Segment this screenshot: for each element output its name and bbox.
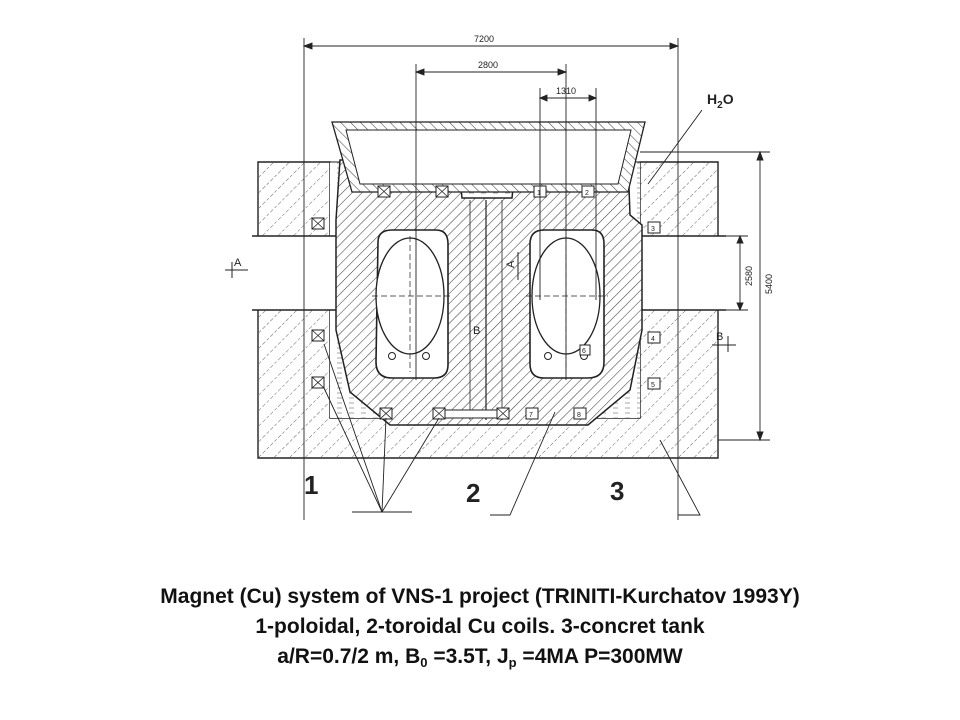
- dimension-5400: 5400: [764, 274, 774, 294]
- dimension-2580: 2580: [744, 266, 754, 286]
- poloidal-coil: [311, 376, 325, 389]
- numbered-coils: 1 2 3 4 5 6 7 8: [525, 185, 661, 420]
- coil-number-4: 4: [651, 336, 655, 343]
- water-label-sub: 2: [717, 100, 723, 111]
- leader-lines: [323, 343, 701, 516]
- component-label-2: 2: [466, 478, 480, 508]
- caption-line-3-sub-2: p: [508, 655, 517, 670]
- section-mark-b-center: B: [473, 325, 480, 337]
- poloidal-coil: [377, 185, 391, 198]
- plasma-chamber-left: [372, 229, 450, 379]
- caption-line-3-part-2: =3.5T, J: [427, 645, 509, 668]
- dimension-1310: 1310: [556, 86, 576, 96]
- poloidal-coil: [311, 217, 325, 230]
- caption-line-1: Magnet (Cu) system of VNS-1 project (TRI…: [160, 585, 800, 608]
- component-label-1: 1: [304, 470, 318, 500]
- coil-number-8: 8: [577, 412, 581, 419]
- poloidal-coil: [435, 185, 449, 198]
- poloidal-coil: [432, 407, 446, 420]
- poloidal-coil: [311, 329, 325, 342]
- section-mark-b-right: B: [716, 331, 723, 343]
- section-mark-a-center: A: [505, 260, 517, 268]
- vessel-funnel: [331, 121, 646, 193]
- coil-number-5: 5: [651, 382, 655, 389]
- dimension-lines: [302, 38, 770, 520]
- caption-line-3-part-3: =4MA P=300MW: [516, 645, 683, 668]
- coil-number-2: 2: [585, 190, 589, 197]
- caption-line-2: 1-poloidal, 2-toroidal Cu coils. 3-concr…: [255, 615, 705, 638]
- poloidal-coil: [496, 407, 510, 420]
- coil-number-1: 1: [537, 190, 541, 197]
- poloidal-coil: [379, 407, 393, 420]
- svg-text:H2O: H2O: [707, 91, 734, 111]
- section-marks: [225, 252, 736, 352]
- dimension-7200: 7200: [474, 34, 494, 44]
- caption-line-3: a/R=0.7/2 m, B0 =3.5T, Jp =4MA P=300MW: [0, 644, 960, 676]
- caption-line-3-part-1: a/R=0.7/2 m, B: [277, 645, 421, 668]
- component-label-3: 3: [610, 476, 624, 506]
- caption-line-3-sub-1: 0: [420, 655, 428, 670]
- section-mark-a-left: A: [234, 257, 242, 269]
- water-label: H2O: [647, 91, 734, 185]
- coil-number-6: 6: [582, 348, 586, 355]
- water-label-o: O: [723, 91, 734, 107]
- poloidal-coils: [311, 185, 510, 420]
- magnet-system-drawing: 1 2 3 4 5 6 7 8: [225, 34, 774, 520]
- dimension-2800: 2800: [478, 60, 498, 70]
- coil-number-3: 3: [651, 226, 655, 233]
- bottom-bar: [444, 409, 498, 419]
- water-label-h: H: [707, 91, 717, 107]
- coil-number-7: 7: [529, 412, 533, 419]
